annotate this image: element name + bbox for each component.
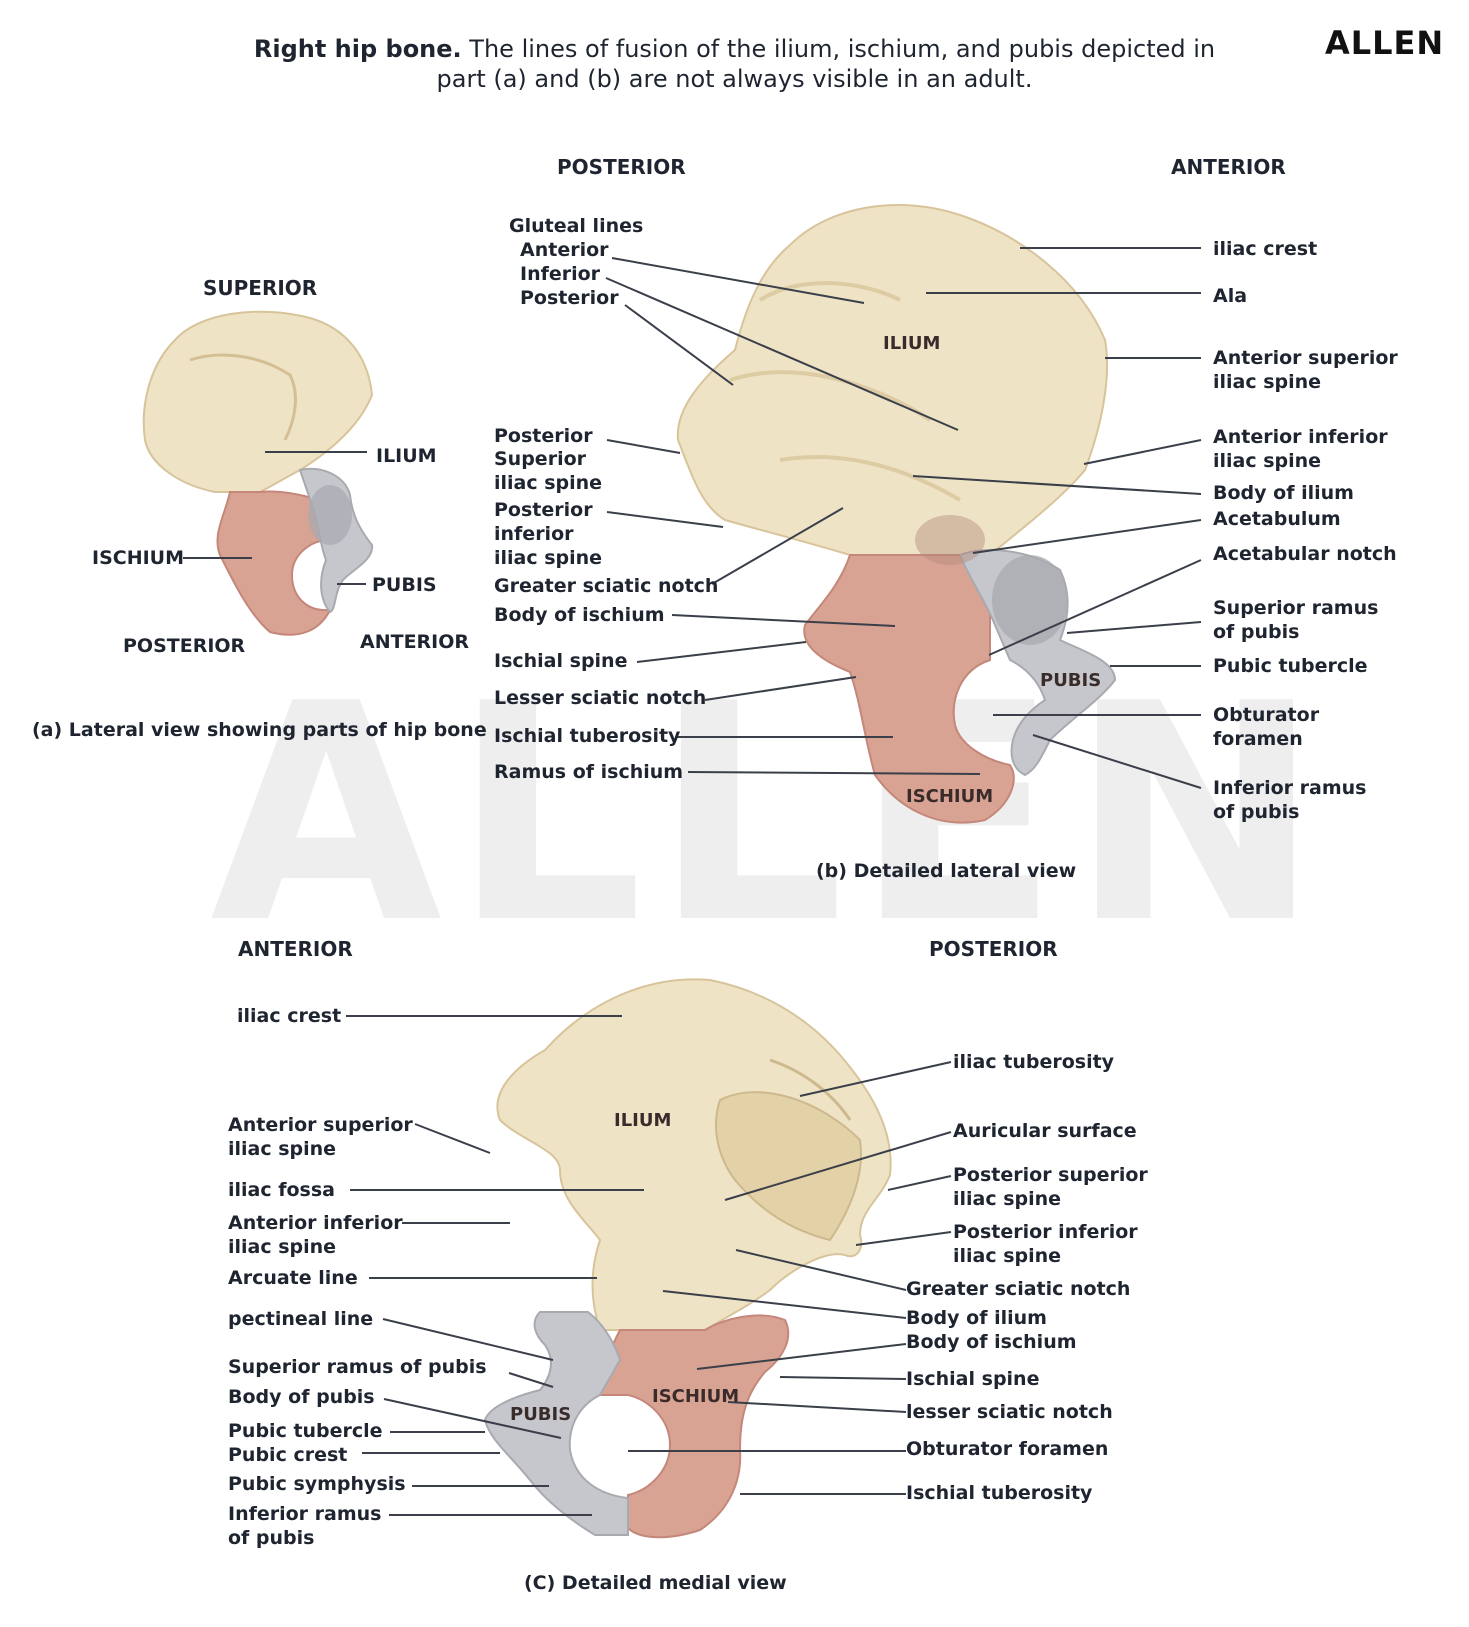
label-aiis-2: iliac spine	[1213, 450, 1322, 472]
c-label-psis-1: Posterior superior	[953, 1164, 1148, 1186]
c-label-arcuate-line: Arcuate line	[228, 1267, 358, 1289]
panel-b-posterior-label: POSTERIOR	[557, 155, 686, 179]
label-psis-3: iliac spine	[494, 472, 603, 494]
label-ramus-of-ischium: Ramus of ischium	[494, 761, 684, 783]
panel-c-anterior-label: ANTERIOR	[238, 937, 353, 961]
caption-bold: Right hip bone.	[253, 35, 462, 63]
label-greater-sciatic-notch: Greater sciatic notch	[494, 575, 719, 597]
label-inferior-ramus-1: Inferior ramus	[1213, 777, 1367, 799]
c-label-iliac-tuberosity: iliac tuberosity	[953, 1051, 1115, 1073]
panel-c-bone	[483, 978, 892, 1539]
label-psis-1: Posterior	[494, 425, 593, 447]
label-piis-2: inferior	[494, 523, 574, 545]
brand-logo: ALLEN	[1325, 24, 1445, 62]
panel-a-leaders	[183, 451, 367, 585]
panel-c-leaders	[346, 1015, 952, 1516]
label-gluteal-lines: Gluteal lines	[509, 215, 644, 237]
c-label-ischial-spine: Ischial spine	[906, 1368, 1040, 1390]
c-label-aiis-1: Anterior inferior	[228, 1212, 403, 1234]
c-label-body-of-pubis: Body of pubis	[228, 1386, 375, 1408]
label-ischial-tuberosity: Ischial tuberosity	[494, 725, 681, 747]
label-ischial-spine: Ischial spine	[494, 650, 628, 672]
panel-a-posterior-label: POSTERIOR	[123, 635, 246, 657]
panel-a-bone	[142, 310, 374, 636]
panel-a-caption: (a) Lateral view showing parts of hip bo…	[32, 719, 487, 741]
panel-b-pubis-region: PUBIS	[1040, 670, 1102, 691]
label-superior-ramus-1: Superior ramus	[1213, 597, 1379, 619]
c-label-superior-ramus: Superior ramus of pubis	[228, 1356, 487, 1378]
watermark-text: ALLEN	[210, 640, 1331, 989]
c-label-pubic-tubercle: Pubic tubercle	[228, 1420, 383, 1442]
c-label-pubic-crest: Pubic crest	[228, 1444, 348, 1466]
panel-c-ilium-region: ILIUM	[614, 1110, 672, 1131]
label-iliac-crest: iliac crest	[1213, 238, 1318, 260]
c-label-asis-2: iliac spine	[228, 1138, 337, 1160]
panel-c-pubis-region: PUBIS	[510, 1404, 572, 1425]
label-piis-3: iliac spine	[494, 547, 603, 569]
panel-a-anterior-label: ANTERIOR	[360, 631, 470, 653]
c-label-iliac-crest: iliac crest	[237, 1005, 342, 1027]
label-pubic-tubercle: Pubic tubercle	[1213, 655, 1368, 677]
c-label-piis-2: iliac spine	[953, 1245, 1062, 1267]
figure-caption-line1: Right hip bone. The lines of fusion of t…	[0, 34, 1469, 64]
panel-b-leaders	[605, 247, 1202, 789]
c-label-body-of-ischium: Body of ischium	[906, 1331, 1077, 1353]
c-label-auricular-surface: Auricular surface	[953, 1120, 1137, 1142]
label-inferior-ramus-2: of pubis	[1213, 801, 1300, 823]
label-acetabular-notch: Acetabular notch	[1213, 543, 1397, 565]
label-asis-2: iliac spine	[1213, 371, 1322, 393]
label-obturator-2: foramen	[1213, 728, 1303, 750]
label-body-of-ilium: Body of ilium	[1213, 482, 1354, 504]
c-label-greater-sciatic-notch: Greater sciatic notch	[906, 1278, 1131, 1300]
c-label-obturator-foramen: Obturator foramen	[906, 1438, 1109, 1460]
c-label-lesser-sciatic-notch: lesser sciatic notch	[906, 1401, 1113, 1423]
c-label-piis-1: Posterior inferior	[953, 1221, 1138, 1243]
label-acetabulum: Acetabulum	[1213, 508, 1341, 530]
c-label-psis-2: iliac spine	[953, 1188, 1062, 1210]
panel-c-posterior-label: POSTERIOR	[929, 937, 1058, 961]
label-body-of-ischium: Body of ischium	[494, 604, 665, 626]
c-label-body-of-ilium: Body of ilium	[906, 1307, 1047, 1329]
label-gluteal-anterior: Anterior	[520, 239, 609, 261]
panel-b-caption: (b) Detailed lateral view	[816, 860, 1077, 882]
label-ala: Ala	[1213, 285, 1248, 307]
panel-a-superior-label: SUPERIOR	[203, 276, 318, 300]
c-label-asis-1: Anterior superior	[228, 1114, 413, 1136]
label-superior-ramus-2: of pubis	[1213, 621, 1300, 643]
panel-c-ischium-region: ISCHIUM	[652, 1386, 740, 1407]
caption-text-1: The lines of fusion of the ilium, ischiu…	[469, 35, 1216, 63]
panel-a-ischium-label: ISCHIUM	[92, 547, 185, 569]
label-obturator-1: Obturator	[1213, 704, 1320, 726]
label-piis-1: Posterior	[494, 499, 593, 521]
c-label-inferior-ramus-1: Inferior ramus	[228, 1503, 382, 1525]
panel-a-ilium-label: ILIUM	[376, 445, 437, 467]
c-label-iliac-fossa: iliac fossa	[228, 1179, 335, 1201]
panel-a-pubis-label: PUBIS	[372, 574, 437, 596]
label-gluteal-posterior: Posterior	[520, 287, 619, 309]
caption-text-2: part (a) and (b) are not always visible …	[436, 65, 1033, 93]
panel-b-bone	[676, 204, 1117, 824]
c-label-pubic-symphysis: Pubic symphysis	[228, 1473, 406, 1495]
c-label-aiis-2: iliac spine	[228, 1236, 337, 1258]
c-label-pectineal-line: pectineal line	[228, 1308, 374, 1330]
panel-b-ischium-region: ISCHIUM	[906, 786, 994, 807]
c-label-inferior-ramus-2: of pubis	[228, 1527, 315, 1549]
label-asis-1: Anterior superior	[1213, 347, 1398, 369]
c-label-ischial-tuberosity: Ischial tuberosity	[906, 1482, 1093, 1504]
panel-b-ilium-region: ILIUM	[883, 333, 941, 354]
label-lesser-sciatic-notch: Lesser sciatic notch	[494, 687, 707, 709]
label-aiis-1: Anterior inferior	[1213, 426, 1388, 448]
panel-b-anterior-label: ANTERIOR	[1171, 155, 1286, 179]
label-psis-2: Superior	[494, 448, 587, 470]
panel-c-caption: (C) Detailed medial view	[524, 1572, 787, 1594]
label-gluteal-inferior: Inferior	[520, 263, 601, 285]
